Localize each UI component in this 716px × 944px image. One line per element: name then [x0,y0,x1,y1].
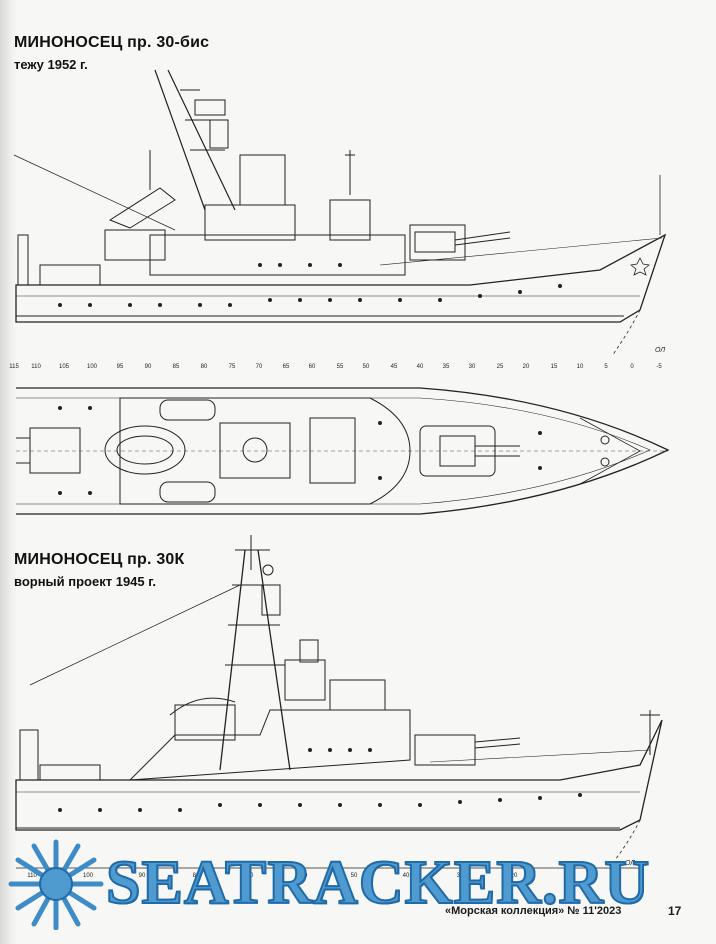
frame-tick-label: 15 [550,364,558,370]
section2-subtitle: ворный проект 1945 г. [14,574,156,589]
ship1-side-profile [13,69,667,357]
frame-tick-label: 65 [282,364,290,370]
watermark-text: SEATRACKER.RU [105,849,651,917]
frame-tick-label: 40 [402,873,410,879]
frame-tick-label: 50 [362,364,370,370]
section1-title: МИНОНОСЕЦ пр. 30-бис [14,34,210,51]
frame-tick-label: 70 [246,873,254,879]
frame-tick-label: 20 [510,873,518,879]
section1-subtitle: тежу 1952 г. [14,57,88,72]
frame-tick-label: 25 [496,364,504,370]
frame-tick-label: 110 [27,873,37,879]
frame-tick-label: 55 [336,364,344,370]
frame-tick-label: 90 [138,873,146,879]
frame-tick-label: 90 [144,364,152,370]
frame-tick-label: 45 [390,364,398,370]
frame-tick-label: 10 [566,873,574,879]
frame-tick-label: 100 [86,364,98,370]
frame-tick-label: 40 [416,364,424,370]
ship2-side-profile [15,535,663,869]
frame-tick-label: 60 [300,873,308,879]
watermark: SEATRACKER.RU [6,838,706,930]
frame-tick-label: 95 [116,364,124,370]
waterline-label-bottom: ОЛ [625,860,636,867]
waterline-label-top: ОЛ [655,347,666,354]
frame-scale-bottom: 110 100 90 80 70 60 50 40 30 20 10 [14,873,674,885]
frame-tick-label: 60 [308,364,316,370]
section2-title: МИНОНОСЕЦ пр. 30К [14,551,185,568]
frame-tick-label: 80 [192,873,200,879]
frame-tick-label: 5 [604,364,608,370]
ship1-top-plan [16,387,670,515]
frame-tick-label: 80 [200,364,208,370]
page-gutter [0,0,16,944]
frame-tick-label: 0 [630,364,634,370]
frame-tick-label: 30 [468,364,476,370]
frame-tick-label: 10 [576,364,584,370]
frame-tick-label: 105 [58,364,70,370]
frame-tick-label: 110 [31,364,41,370]
sunburst-icon [8,839,104,930]
page-number: 17 [668,904,682,918]
frame-tick-label: 70 [255,364,263,370]
magazine-footer: «Морская коллекция» № 11'2023 [445,905,622,917]
frame-tick-label: 20 [522,364,530,370]
frame-tick-label: 35 [442,364,450,370]
frame-tick-label: -5 [656,364,662,370]
frame-tick-label: 115 [9,364,19,370]
frame-tick-label: 30 [456,873,464,879]
frame-tick-label: 100 [82,873,94,879]
frame-tick-label: 50 [350,873,358,879]
frame-tick-label: 75 [228,364,236,370]
frame-scale-top: 115 110 105 100 95 90 85 80 75 70 65 60 … [9,364,674,376]
frame-tick-label: 85 [172,364,180,370]
